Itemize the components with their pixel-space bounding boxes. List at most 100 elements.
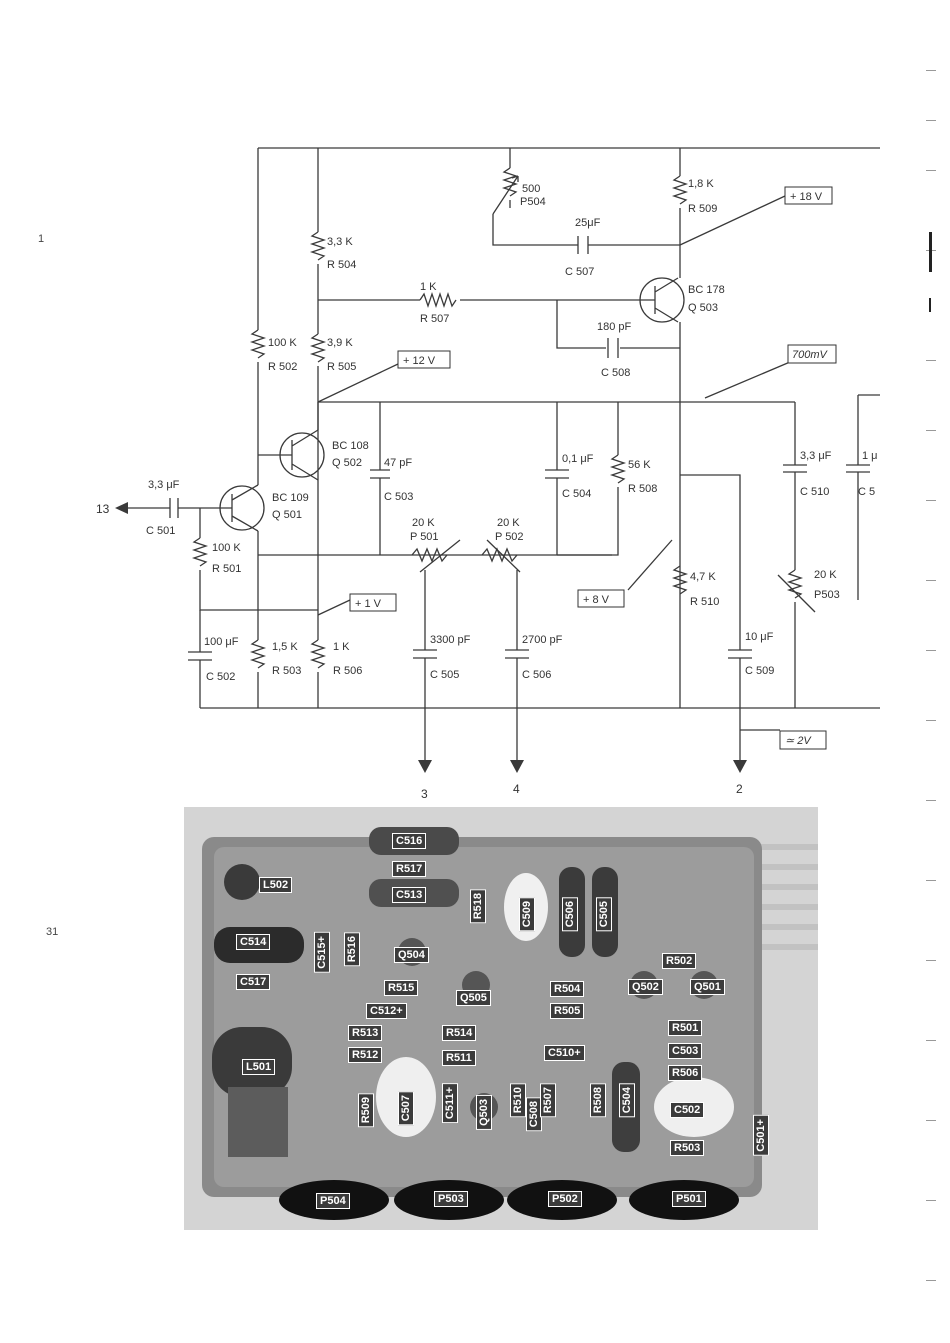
pcb-label-c501: C501+ bbox=[753, 1115, 769, 1156]
q502-ref: Q 502 bbox=[332, 457, 362, 469]
c505-ref: C 505 bbox=[430, 669, 459, 681]
r506-ref: R 506 bbox=[333, 665, 362, 677]
r501-value: 100 K bbox=[212, 542, 241, 554]
edge-tick bbox=[926, 1280, 936, 1281]
pcb-label-p502: P502 bbox=[548, 1191, 582, 1207]
pcb-label-c503: C503 bbox=[668, 1043, 703, 1059]
pcb-photo: C516 R517 L502 C513 R518 C509 C506 C505 … bbox=[184, 807, 818, 1230]
r502-value: 100 K bbox=[268, 337, 297, 349]
r504-value: 3,3 K bbox=[327, 236, 353, 248]
pcb-label-r510: R510 bbox=[510, 1083, 526, 1118]
edge-tick bbox=[926, 430, 936, 431]
pcb-label-r504: R504 bbox=[550, 981, 585, 997]
pcb-label-c504: C504 bbox=[619, 1083, 635, 1118]
pcb-label-p503: P503 bbox=[434, 1191, 468, 1207]
r504-ref: R 504 bbox=[327, 259, 356, 271]
pcb-label-p504: P504 bbox=[316, 1193, 350, 1209]
edge-tick bbox=[926, 1040, 936, 1041]
voltage-18v: + 18 V bbox=[790, 191, 823, 203]
voltage-box bbox=[779, 730, 827, 750]
pcb-label-r503: R503 bbox=[670, 1140, 705, 1156]
c507-value: 25μF bbox=[575, 217, 601, 229]
pcb-label-r502: R502 bbox=[662, 953, 697, 969]
edge-tick bbox=[926, 800, 936, 801]
voltage-12v: + 12 V bbox=[403, 355, 436, 367]
pcb-label-r515: R515 bbox=[384, 980, 419, 996]
terminal-3: 3 bbox=[421, 787, 428, 800]
pcb-label-r507: R507 bbox=[540, 1083, 556, 1118]
edge-tick bbox=[926, 1200, 936, 1201]
pcb-label-c502: C502 bbox=[670, 1102, 705, 1118]
p504-value: 500 bbox=[522, 183, 540, 195]
pcb-label-r505: R505 bbox=[550, 1003, 585, 1019]
voltage-box bbox=[784, 186, 833, 205]
c509-ref: C 509 bbox=[745, 665, 774, 677]
voltage-box bbox=[397, 350, 451, 369]
terminal-13: 13 bbox=[96, 502, 110, 516]
pcb-label-c515: C515+ bbox=[314, 932, 330, 973]
p502-value: 20 K bbox=[497, 517, 520, 529]
pcb-label-l501: L501 bbox=[242, 1059, 276, 1075]
pcb-label-r506: R506 bbox=[668, 1065, 703, 1081]
pcb-label-q502: Q502 bbox=[628, 979, 663, 995]
binder-mark bbox=[929, 232, 932, 272]
c510-ref: C 510 bbox=[800, 486, 829, 498]
r509-value: 1,8 K bbox=[688, 178, 714, 190]
pcb-label-c512: C512+ bbox=[366, 1003, 407, 1019]
edge-tick bbox=[926, 70, 936, 71]
pcb-label-r501: R501 bbox=[668, 1020, 703, 1036]
pcb-label-r518: R518 bbox=[470, 889, 486, 924]
r507-value: 1 K bbox=[420, 281, 437, 293]
terminal-2: 2 bbox=[736, 782, 743, 796]
voltage-box bbox=[787, 344, 837, 364]
edge-tick bbox=[926, 500, 936, 501]
edge-tick bbox=[926, 960, 936, 961]
voltage-1v: + 1 V bbox=[355, 598, 382, 610]
pcb-label-c507: C507 bbox=[398, 1091, 414, 1126]
pcb-label-r516: R516 bbox=[344, 932, 360, 967]
c503-value: 47 pF bbox=[384, 457, 412, 469]
p502-ref: P 502 bbox=[495, 531, 524, 543]
p503-ref: P503 bbox=[814, 589, 840, 601]
pcb-label-c505: C505 bbox=[596, 897, 612, 932]
edge-tick bbox=[926, 360, 936, 361]
c51x-value: 1 μ bbox=[862, 450, 878, 462]
c510-value: 3,3 μF bbox=[800, 450, 832, 462]
r506-value: 1 K bbox=[333, 641, 350, 653]
pcb-label-r511: R511 bbox=[442, 1050, 476, 1066]
r503-value: 1,5 K bbox=[272, 641, 298, 653]
q503-type: BC 178 bbox=[688, 284, 725, 296]
r502-ref: R 502 bbox=[268, 361, 297, 373]
pcb-label-c514: C514 bbox=[236, 934, 271, 950]
pcb-label-q501: Q501 bbox=[690, 979, 725, 995]
voltage-8v: + 8 V bbox=[583, 594, 610, 606]
edge-tick bbox=[926, 170, 936, 171]
circuit-schematic: 3,3 K R 504 3,9 K R 505 100 K R 502 1 K … bbox=[96, 147, 880, 800]
c503-ref: C 503 bbox=[384, 491, 413, 503]
r510-value: 4,7 K bbox=[690, 571, 716, 583]
pcb-label-l502: L502 bbox=[259, 877, 293, 893]
c507-ref: C 507 bbox=[565, 266, 594, 278]
pcb-label-r512: R512 bbox=[348, 1047, 383, 1063]
voltage-box bbox=[349, 593, 397, 612]
edge-tick bbox=[926, 1120, 936, 1121]
p501-value: 20 K bbox=[412, 517, 435, 529]
r508-value: 56 K bbox=[628, 459, 651, 471]
pcb-label-c513: C513 bbox=[392, 887, 427, 903]
r505-ref: R 505 bbox=[327, 361, 356, 373]
r510-ref: R 510 bbox=[690, 596, 719, 608]
pcb-label-r517: R517 bbox=[392, 861, 427, 877]
edge-tick bbox=[926, 720, 936, 721]
c502-value: 100 μF bbox=[204, 636, 239, 648]
c506-value: 2700 pF bbox=[522, 634, 563, 646]
c506-ref: C 506 bbox=[522, 669, 551, 681]
edge-tick bbox=[926, 120, 936, 121]
p501-ref: P 501 bbox=[410, 531, 439, 543]
page-margin-number-top: 1 bbox=[38, 233, 45, 245]
pcb-label-c517: C517 bbox=[236, 974, 271, 990]
r507-ref: R 507 bbox=[420, 313, 449, 325]
c508-ref: C 508 bbox=[601, 367, 630, 379]
voltage-box bbox=[577, 589, 625, 608]
pcb-label-r514: R514 bbox=[442, 1025, 477, 1041]
pcb-label-q503: Q503 bbox=[476, 1095, 492, 1130]
